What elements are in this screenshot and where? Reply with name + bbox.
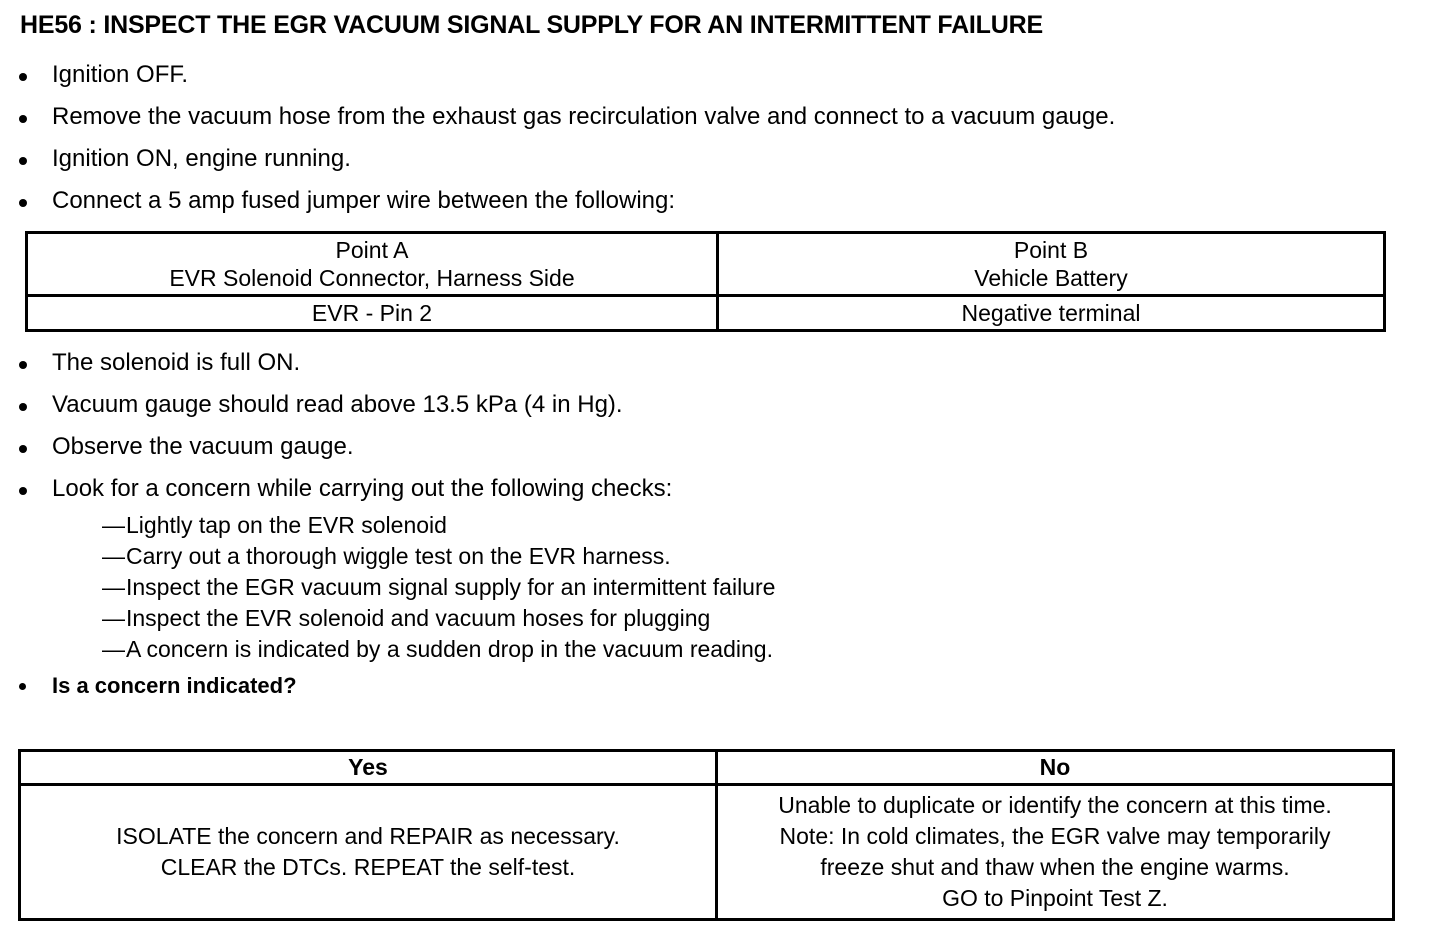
answer-outcome-table: Yes No ISOLATE the concern and REPAIR as… <box>18 749 1395 921</box>
point-b-value-cell: Negative terminal <box>716 294 1386 332</box>
list-item-label: Ignition ON, engine running. <box>52 145 351 172</box>
yes-outcome-line: CLEAR the DTCs. REPEAT the self-test. <box>160 854 576 880</box>
table-row: Point A EVR Solenoid Connector, Harness … <box>25 231 1386 297</box>
list-item-label: Remove the vacuum hose from the exhaust … <box>52 103 1116 130</box>
bullet-dot-icon <box>19 403 27 411</box>
list-item-label: Vacuum gauge should read above 13.5 kPa … <box>52 391 623 418</box>
sub-list-item: — Carry out a thorough wiggle test on th… <box>102 541 775 572</box>
point-a-subtitle: EVR Solenoid Connector, Harness Side <box>169 265 575 291</box>
point-a-value-cell: EVR - Pin 2 <box>25 294 719 332</box>
list-item: The solenoid is full ON. <box>0 342 775 384</box>
sub-list-item: — A concern is indicated by a sudden dro… <box>102 634 775 665</box>
sub-list-item-label: Inspect the EGR vacuum signal supply for… <box>126 574 776 600</box>
em-dash-icon: — <box>102 636 125 662</box>
sub-list-item: — Inspect the EGR vacuum signal supply f… <box>102 572 775 603</box>
list-item: Ignition OFF. <box>0 54 1115 96</box>
page-title: HE56 : INSPECT THE EGR VACUUM SIGNAL SUP… <box>20 11 1043 39</box>
sub-checks-wrapper: — Lightly tap on the EVR solenoid — Carr… <box>52 510 775 665</box>
list-item-label: Look for a concern while carrying out th… <box>52 475 673 502</box>
yes-outcome-line: ISOLATE the concern and REPAIR as necess… <box>116 823 620 849</box>
em-dash-icon: — <box>102 605 125 631</box>
point-b-header-cell: Point B Vehicle Battery <box>716 231 1386 297</box>
steps-before-table-list: Ignition OFF. Remove the vacuum hose fro… <box>0 54 1115 222</box>
bullet-dot-icon <box>19 73 27 81</box>
list-item-label: Observe the vacuum gauge. <box>52 433 354 460</box>
yes-outcome-cell: ISOLATE the concern and REPAIR as necess… <box>18 783 718 921</box>
sub-list-item-label: A concern is indicated by a sudden drop … <box>126 636 773 662</box>
em-dash-icon: — <box>102 543 125 569</box>
decision-question-label: Is a concern indicated? <box>52 673 297 698</box>
no-outcome-line: freeze shut and thaw when the engine war… <box>820 854 1290 880</box>
list-item: Look for a concern while carrying out th… <box>0 468 775 665</box>
em-dash-icon: — <box>102 512 125 538</box>
no-outcome-cell: Unable to duplicate or identify the conc… <box>715 783 1395 921</box>
table-row: ISOLATE the concern and REPAIR as necess… <box>18 783 1395 921</box>
em-dash-icon: — <box>102 574 125 600</box>
decision-question-item: Is a concern indicated? <box>0 665 775 707</box>
table-row: EVR - Pin 2 Negative terminal <box>25 294 1386 332</box>
point-b-title: Point B <box>1013 237 1089 263</box>
no-column-header: No <box>715 749 1395 786</box>
no-outcome-line: Unable to duplicate or identify the conc… <box>778 792 1332 818</box>
bullet-dot-icon <box>19 683 26 690</box>
point-a-title: Point A <box>335 237 409 263</box>
list-item: Observe the vacuum gauge. <box>0 426 775 468</box>
list-item: Ignition ON, engine running. <box>0 138 1115 180</box>
list-item-label: Connect a 5 amp fused jumper wire betwee… <box>52 187 676 214</box>
sub-list-item: — Inspect the EVR solenoid and vacuum ho… <box>102 603 775 634</box>
bullet-dot-icon <box>19 361 27 369</box>
table-row: Yes No <box>18 749 1395 786</box>
bullet-dot-icon <box>19 445 27 453</box>
no-outcome-line: GO to Pinpoint Test Z. <box>942 885 1168 911</box>
connection-points-table: Point A EVR Solenoid Connector, Harness … <box>25 231 1386 332</box>
list-item: Vacuum gauge should read above 13.5 kPa … <box>0 384 775 426</box>
bullet-dot-icon <box>19 157 27 165</box>
list-item-label: Ignition OFF. <box>52 61 189 88</box>
point-b-subtitle: Vehicle Battery <box>974 265 1128 291</box>
point-a-header-cell: Point A EVR Solenoid Connector, Harness … <box>25 231 719 297</box>
list-item: Remove the vacuum hose from the exhaust … <box>0 96 1115 138</box>
list-item-label: The solenoid is full ON. <box>52 349 301 376</box>
sub-checks-list: — Lightly tap on the EVR solenoid — Carr… <box>102 510 775 665</box>
no-outcome-line: Note: In cold climates, the EGR valve ma… <box>779 823 1331 849</box>
bullet-dot-icon <box>19 115 27 123</box>
bullet-dot-icon <box>19 199 27 207</box>
sub-list-item-label: Lightly tap on the EVR solenoid <box>126 512 447 538</box>
list-item: Connect a 5 amp fused jumper wire betwee… <box>0 180 1115 222</box>
bullet-dot-icon <box>19 487 27 495</box>
sub-list-item-label: Inspect the EVR solenoid and vacuum hose… <box>126 605 711 631</box>
steps-after-table-list: The solenoid is full ON. Vacuum gauge sh… <box>0 342 775 707</box>
yes-column-header: Yes <box>18 749 718 786</box>
sub-list-item-label: Carry out a thorough wiggle test on the … <box>126 543 671 569</box>
sub-list-item: — Lightly tap on the EVR solenoid <box>102 510 775 541</box>
